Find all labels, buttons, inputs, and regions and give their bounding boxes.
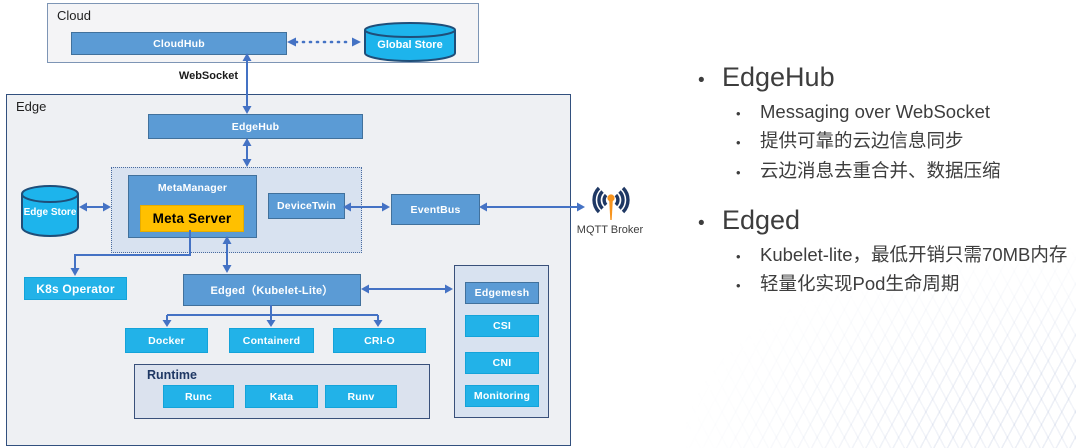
addons-panel-box: Edgemesh CSI CNI Monitoring [454,265,549,418]
cloud-group-label: Cloud [57,8,91,23]
runtime-group-label: Runtime [147,368,197,382]
meta-region-box: MetaManager Meta Server DeviceTwin [111,167,362,253]
edge-store-node: Edge Store [20,184,80,238]
note-title: Edged [722,205,801,236]
note-bullet-text: 轻量化实现Pod生命周期 [760,273,960,295]
cloudhub-node: CloudHub [71,32,287,55]
antenna-broadcast-icon [592,186,630,220]
bullet-icon: • [736,278,741,294]
mqtt-broker-label: MQTT Broker [576,224,644,236]
global-store-label: Global Store [377,39,443,51]
bullet-icon: • [698,70,705,91]
note-title-row: • Edged [698,205,1070,236]
database-cylinder-icon [364,22,456,62]
edged-node: Edged（Kubelet-Lite） [183,274,361,306]
note-bullet-text: 提供可靠的云边信息同步 [760,130,964,152]
note-bullet: • Messaging over WebSocket [736,101,1070,122]
devicetwin-node: DeviceTwin [268,193,345,219]
note-bullet: • 云边消息去重合并、数据压缩 [736,159,1070,181]
bullet-icon: • [736,135,741,151]
note-bullet: • 提供可靠的云边信息同步 [736,130,1070,152]
cloud-group-box: Cloud CloudHub Global Store [47,3,479,63]
edgemesh-node: Edgemesh [465,282,539,304]
global-store-node: Global Store [362,21,458,63]
cri-o-node: CRI-O [333,328,426,353]
note-group-edgehub: • EdgeHub • Messaging over WebSocket • 提… [698,62,1070,181]
note-bullet-text: Kubelet-lite，最低开销只需70MB内存 [760,244,1068,266]
websocket-link-label: WebSocket [178,70,238,82]
cni-node: CNI [465,352,539,374]
note-bullet: • Kubelet-lite，最低开销只需70MB内存 [736,244,1070,266]
note-bullet-text: Messaging over WebSocket [760,101,990,122]
k8s-operator-node: K8s Operator [24,277,127,300]
bullet-icon: • [736,249,741,265]
bullet-icon: • [698,213,705,235]
database-cylinder-icon [21,185,79,237]
kata-node: Kata [245,385,318,408]
docker-node: Docker [125,328,208,353]
edgehub-node: EdgeHub [148,114,363,139]
note-group-edged: • Edged • Kubelet-lite，最低开销只需70MB内存 • 轻量… [698,205,1070,295]
notes-panel: • EdgeHub • Messaging over WebSocket • 提… [698,62,1070,319]
containerd-node: Containerd [229,328,314,353]
monitoring-node: Monitoring [465,385,539,407]
bullet-icon: • [736,106,741,121]
edge-group-box: Edge EdgeHub MetaManager Meta Server Dev… [6,94,571,446]
csi-node: CSI [465,315,539,337]
runtime-group-box: Runtime Runc Kata Runv [134,364,430,419]
edge-group-label: Edge [16,99,47,114]
metamanager-label: MetaManager [157,182,228,194]
bullet-icon: • [736,164,741,180]
edge-store-label: Edge Store [23,207,77,218]
note-bullet: • 轻量化实现Pod生命周期 [736,273,1070,295]
eventbus-node: EventBus [391,194,480,225]
note-title: EdgeHub [722,62,835,92]
runv-node: Runv [325,385,397,408]
runc-node: Runc [163,385,234,408]
meta-server-node: Meta Server [140,205,244,232]
note-title-row: • EdgeHub [698,62,1070,93]
mqtt-broker-node [584,180,638,224]
note-bullet-text: 云边消息去重合并、数据压缩 [760,159,1001,181]
chevron-watermark [686,248,1076,448]
